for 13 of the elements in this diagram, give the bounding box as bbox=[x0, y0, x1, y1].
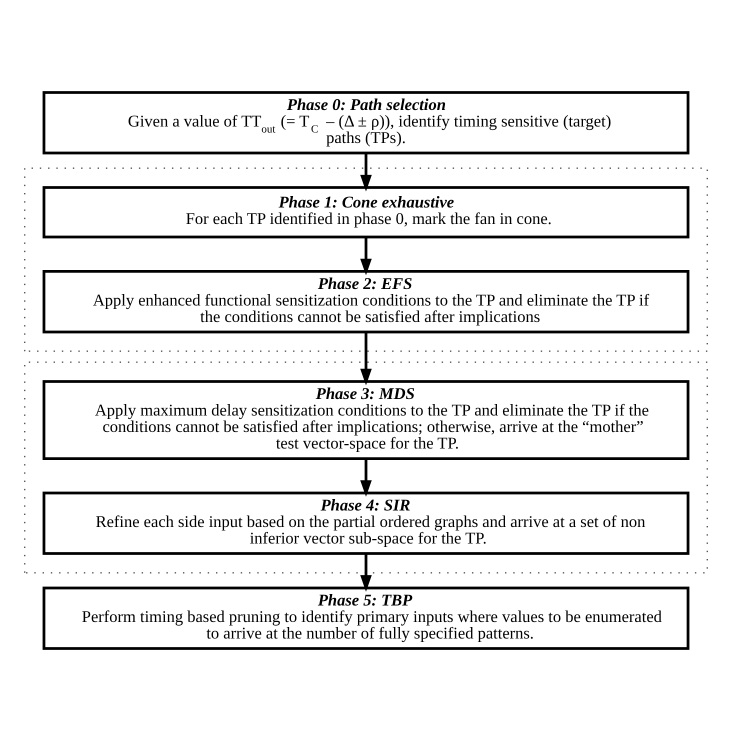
arrow bbox=[360, 458, 372, 496]
cluster bbox=[24, 167, 708, 352]
node-box: Phase 3: MDS Apply maximum delay sensitization conditions to the TP and eliminate the TP if the conditions cannot be satisfied after implications; otherwise, arrive at the “mother” test vector-space for the TP. bbox=[42, 380, 690, 460]
arrow bbox=[360, 236, 372, 275]
arrow bbox=[360, 553, 372, 592]
node-box: Phase 1: Cone exhaustive For each TP identified in phase 0, mark the fan in cone. bbox=[42, 186, 690, 238]
node-box: Phase 2: EFS Apply enhanced functional sensitization conditions to the TP and eliminate the TP if the conditions cannot be satisfied after implications bbox=[42, 270, 690, 333]
node-box: Phase 4: SIR Refine each side input based on the partial ordered graphs and arrive at a set of non inferior vector sub-space for the TP. bbox=[42, 491, 690, 554]
node-box: Phase 5: TBP Perform timing based pruning to identify primary inputs where values to be enumerated to arrive at the number of fully specified patterns. bbox=[42, 586, 690, 650]
cluster bbox=[24, 361, 708, 573]
node-box: Phase 0: Path selection Given a value of TT$_{out}$ (= T$_{C}$ – (Δ ± ρ)), identify timing sensitive (target) paths (TPs). bbox=[42, 90, 690, 154]
arrow bbox=[360, 153, 372, 191]
arrow bbox=[360, 332, 372, 385]
